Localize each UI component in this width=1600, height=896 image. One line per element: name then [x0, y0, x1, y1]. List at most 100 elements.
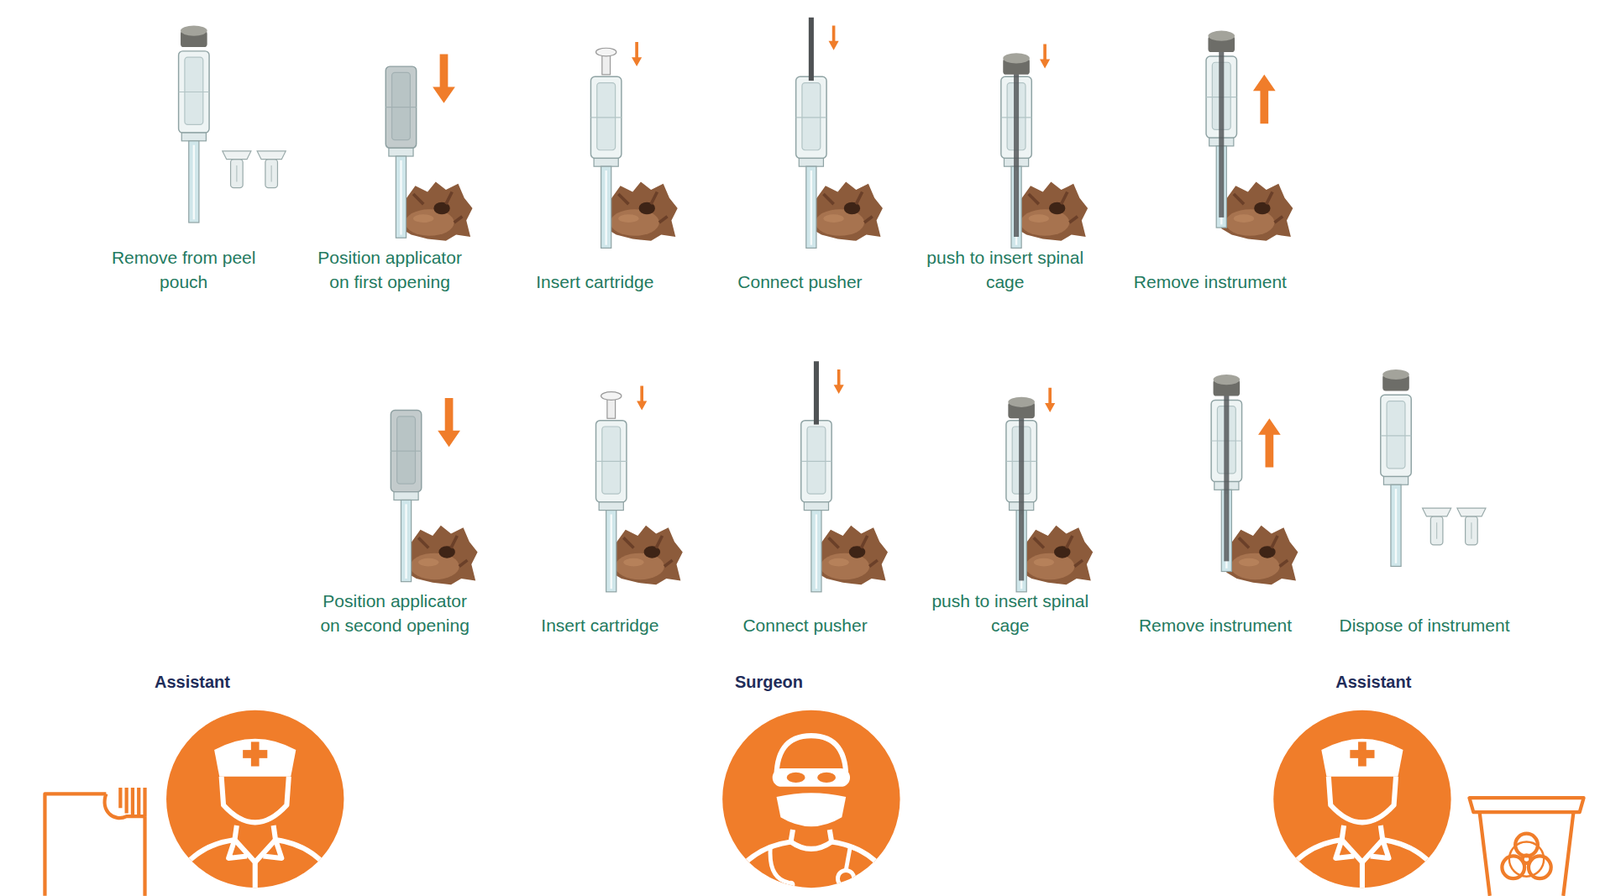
text-slot: Surgeon — [254, 660, 1285, 703]
step-label: Insert cartridge — [519, 613, 680, 638]
role-bar: Surgeon — [254, 660, 1285, 703]
peel-pouch-instrument — [257, 151, 286, 189]
step-label: Connect pusher — [719, 269, 880, 294]
text-slot: Dispose of instrument — [1323, 613, 1526, 638]
biohazard-bin-icon — [1468, 797, 1584, 896]
process-chevron-fill — [480, 359, 731, 651]
peel-pouch-instrument — [222, 151, 252, 189]
process-chevron: push to insert spinal cage — [886, 15, 1137, 306]
flow-band-end-fill — [1300, 359, 1552, 778]
disposal-instrument — [1457, 508, 1486, 546]
disposal-instrument — [1380, 394, 1412, 567]
process-chevron: Insert cartridge — [475, 15, 726, 306]
text-slot: Remove from peel pouch — [104, 245, 264, 294]
disposal-instrument — [1380, 369, 1486, 567]
disposal-instrument — [1382, 369, 1410, 392]
step-illustrations — [1006, 388, 1093, 593]
process-chevron: Position applicator on first opening — [270, 15, 521, 306]
role-label: Surgeon — [734, 671, 803, 693]
step-illustrations — [1206, 31, 1293, 242]
process-chevron-fill — [886, 15, 1137, 306]
flow-band-end: Dispose of instrument — [1300, 359, 1552, 782]
step-illustrations — [596, 385, 683, 592]
step-label: Insert cartridge — [514, 269, 675, 294]
text-slot: Position applicator on first opening — [309, 245, 470, 294]
flow-band-start-outline — [69, 15, 317, 781]
text-slot: Assistant — [129, 660, 255, 703]
step-label: Remove from peel pouch — [104, 245, 264, 294]
step-label: push to insert spinal cage — [930, 588, 1091, 638]
text-slot: Connect pusher — [725, 613, 886, 638]
biohazard-bin-icon — [1522, 855, 1532, 864]
process-chevron: Insert cartridge — [480, 359, 731, 651]
peel-pouch-icon — [44, 793, 106, 896]
biohazard-bin-icon — [1509, 841, 1544, 877]
process-chevron: Connect pusher — [685, 359, 936, 651]
biohazard-bin-icon — [1479, 812, 1574, 896]
process-chevron-outline — [685, 359, 936, 651]
text-slot: Assistant — [1282, 660, 1464, 703]
role-icons — [166, 710, 344, 896]
peel-pouch-icon — [44, 787, 145, 896]
text-slot: Remove instrument — [1135, 613, 1296, 638]
peel-pouch-instrument — [180, 26, 208, 48]
role-bar: Assistant — [129, 660, 255, 703]
flow-band-end-outline — [1300, 359, 1552, 782]
role-label: Assistant — [154, 671, 231, 693]
text-slot: Insert cartridge — [519, 613, 680, 638]
step-illustrations — [590, 41, 677, 248]
biohazard-bin-icon — [1468, 797, 1584, 813]
step-illustrations — [796, 17, 883, 249]
step-label: push to insert spinal cage — [925, 245, 1086, 294]
role-bar-fill — [1282, 660, 1464, 703]
process-chevron-fill — [891, 359, 1142, 651]
step-label: Position applicator on second opening — [314, 588, 475, 638]
process-chevron: Remove instrument — [1096, 359, 1347, 651]
process-chevron-fill — [475, 15, 726, 306]
process-chevron-outline — [480, 359, 731, 651]
peel-pouch-icon — [142, 816, 147, 896]
process-chevron-outline — [1091, 15, 1342, 306]
peel-pouch-instrument — [178, 51, 210, 223]
process-chevron: Connect pusher — [680, 15, 931, 306]
step-illustrations — [390, 398, 478, 585]
role-icons — [722, 710, 900, 890]
process-chevron-outline — [680, 15, 931, 306]
role-bar-fill — [129, 660, 255, 703]
step-illustrations — [385, 54, 473, 242]
process-chevron-fill — [1091, 15, 1342, 306]
process-chevron-outline — [1096, 359, 1347, 651]
peel-pouch-icon — [120, 787, 145, 817]
text-slot: Insert cartridge — [514, 269, 675, 294]
process-chevron-outline — [475, 15, 726, 306]
peel-pouch-instrument — [178, 26, 287, 223]
process-chevron-fill — [685, 359, 936, 651]
text-slot: push to insert spinal cage — [930, 588, 1091, 638]
process-chevron-fill — [680, 15, 931, 306]
step-illustrations — [801, 361, 888, 593]
role-bar: Assistant — [1282, 660, 1464, 703]
process-chevron: Remove instrument — [1091, 15, 1342, 306]
process-chevron: Position applicator on second opening — [275, 359, 526, 651]
step-illustrations — [178, 17, 1486, 593]
step-label: Connect pusher — [725, 613, 886, 638]
step-illustrations — [1001, 43, 1088, 248]
disposal-instrument — [1422, 508, 1452, 546]
process-chevron-fill — [270, 15, 521, 306]
text-slot: Position applicator on second opening — [314, 588, 475, 638]
step-label: Remove instrument — [1135, 613, 1296, 638]
role-label: Assistant — [1335, 671, 1412, 693]
process-chevron-fill — [275, 359, 526, 651]
flow-band-start-fill — [69, 15, 317, 778]
text-slot: Remove instrument — [1130, 269, 1291, 294]
text-slot: push to insert spinal cage — [925, 245, 1086, 294]
process-chevron-fill — [1096, 359, 1347, 651]
process-chevron: push to insert spinal cage — [891, 359, 1142, 651]
role-bar-fill — [254, 660, 1285, 703]
flow-band-start: Remove from peel pouch — [69, 15, 317, 781]
step-label: Dispose of instrument — [1323, 613, 1526, 638]
text-slot: Connect pusher — [719, 269, 880, 294]
role-icons — [166, 710, 1452, 896]
